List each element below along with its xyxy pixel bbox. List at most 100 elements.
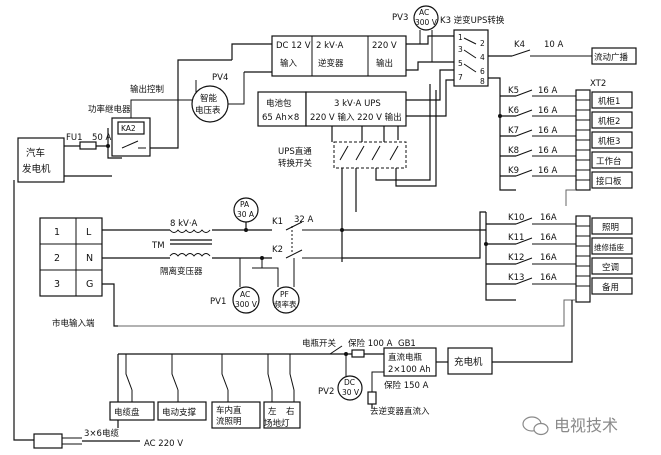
term-N: N — [86, 253, 93, 264]
k8-rating: 16 A — [538, 146, 558, 156]
fuse-symbol — [79, 141, 97, 150]
ka2-coil — [117, 121, 145, 135]
k10-rating: 16A — [540, 213, 557, 223]
term-3: 3 — [54, 279, 60, 290]
pf-label: PF — [280, 290, 289, 299]
k13-label: K13 — [508, 273, 524, 283]
cab3-box — [591, 131, 633, 149]
site-light-box — [263, 401, 301, 429]
k3-p1: 1 — [458, 33, 463, 42]
repair-label: 维修插座 — [594, 242, 624, 252]
dc-load-switches — [125, 354, 295, 402]
broadcast-box — [591, 47, 637, 65]
watermark-text: 电视技术 — [554, 416, 618, 435]
car-light-box — [211, 401, 261, 429]
battery-label-1: 电池包 — [266, 98, 292, 109]
fu1-rating: 50 A — [92, 133, 112, 143]
term-1: 1 — [54, 227, 60, 238]
term-L: L — [86, 227, 92, 238]
ups-label-1: 3 kV·A UPS — [334, 99, 381, 109]
k9-rating: 16 A — [538, 166, 558, 176]
broadcast-label: 流动广播 — [594, 52, 629, 63]
junction — [484, 242, 488, 246]
patch-label: 接口板 — [596, 176, 622, 187]
ac-label: 空调 — [602, 262, 619, 273]
motor-support-label: 电动支撑 — [162, 407, 197, 418]
fuse100-symbol — [351, 349, 365, 358]
car-light-1: 车内直 — [216, 405, 242, 416]
k5-rating: 16 A — [538, 86, 558, 96]
pv1-ac: AC — [240, 290, 250, 299]
wire — [130, 80, 197, 118]
patch-box — [591, 171, 633, 189]
fu1-label: FU1 — [66, 133, 83, 143]
junction — [344, 352, 348, 356]
pa-rating: 30 A — [237, 210, 255, 219]
output-ctrl-label: 输出控制 — [130, 84, 164, 95]
k2-label: K2 — [272, 245, 283, 255]
bypass-contacts — [339, 145, 399, 161]
transformer-symbol — [169, 229, 211, 233]
battery-label-2: 65 Ah×8 — [262, 113, 299, 123]
k3-p7: 7 — [458, 73, 463, 82]
fuse150-symbol — [367, 391, 377, 405]
kva8-label: 8 kV·A — [170, 219, 198, 229]
k3-switch — [453, 29, 489, 87]
k12-label: K12 — [508, 253, 524, 263]
bat-switch — [329, 345, 343, 355]
pv1-v: 300 V — [235, 300, 258, 309]
ac220-label: AC 220 V — [144, 439, 183, 449]
wire — [166, 229, 170, 259]
wire — [239, 258, 295, 287]
terminal-block-2 — [575, 215, 591, 303]
inverter-box — [271, 35, 407, 77]
k13-rating: 16A — [540, 273, 557, 283]
plug-pins — [62, 437, 82, 445]
kva2-label: 2 kV·A — [316, 41, 344, 51]
terminal-lines — [576, 225, 590, 287]
ups-switch-label-1: UPS直通 — [278, 146, 312, 157]
lighting-label: 照明 — [602, 223, 619, 233]
k10-k13-switches — [515, 217, 576, 285]
k3-p4: 4 — [480, 53, 485, 62]
ups-switch-label-2: 转换开关 — [278, 158, 313, 169]
k11-rating: 16A — [540, 233, 557, 243]
k7-rating: 16 A — [538, 126, 558, 136]
spare-box — [591, 277, 633, 295]
k4-switch — [511, 49, 592, 57]
ka2-label: KA2 — [121, 124, 136, 133]
dc-battery-1: 直流电瓶 — [388, 352, 423, 363]
k12-rating: 16A — [540, 253, 557, 263]
cable-wire — [13, 180, 34, 441]
terminal-lines — [576, 99, 590, 181]
pv4-label: PV4 — [212, 73, 228, 83]
wire — [565, 189, 576, 206]
pv2-label: PV2 — [318, 387, 334, 397]
workbench-box — [591, 151, 633, 169]
battery-pack — [257, 91, 307, 127]
pf-label-2: 频率表 — [274, 299, 297, 309]
wire — [228, 72, 245, 105]
pa-label: PA — [240, 200, 250, 209]
inverter-label: 逆变器 — [318, 58, 344, 69]
term-G: G — [86, 279, 93, 290]
dc-battery-box — [383, 347, 437, 377]
wire — [406, 35, 454, 71]
repair-box — [591, 237, 633, 255]
k1-k2-switch — [285, 221, 342, 259]
wire — [488, 77, 516, 191]
k11-label: K11 — [508, 233, 524, 243]
k1-label: K1 — [272, 217, 283, 227]
inv-out-label: 输出 — [376, 58, 393, 69]
wire — [342, 211, 486, 259]
relay-contact — [121, 140, 146, 149]
cable-label: 3×6电缆 — [84, 428, 119, 439]
inverter-in-label: 输入 — [280, 58, 298, 69]
pv3-ac: AC — [419, 8, 429, 17]
wire — [492, 300, 573, 363]
mains-label: 市电输入端 — [52, 318, 95, 329]
xt2-label: XT2 — [590, 79, 606, 89]
k9-label: K9 — [508, 166, 519, 176]
